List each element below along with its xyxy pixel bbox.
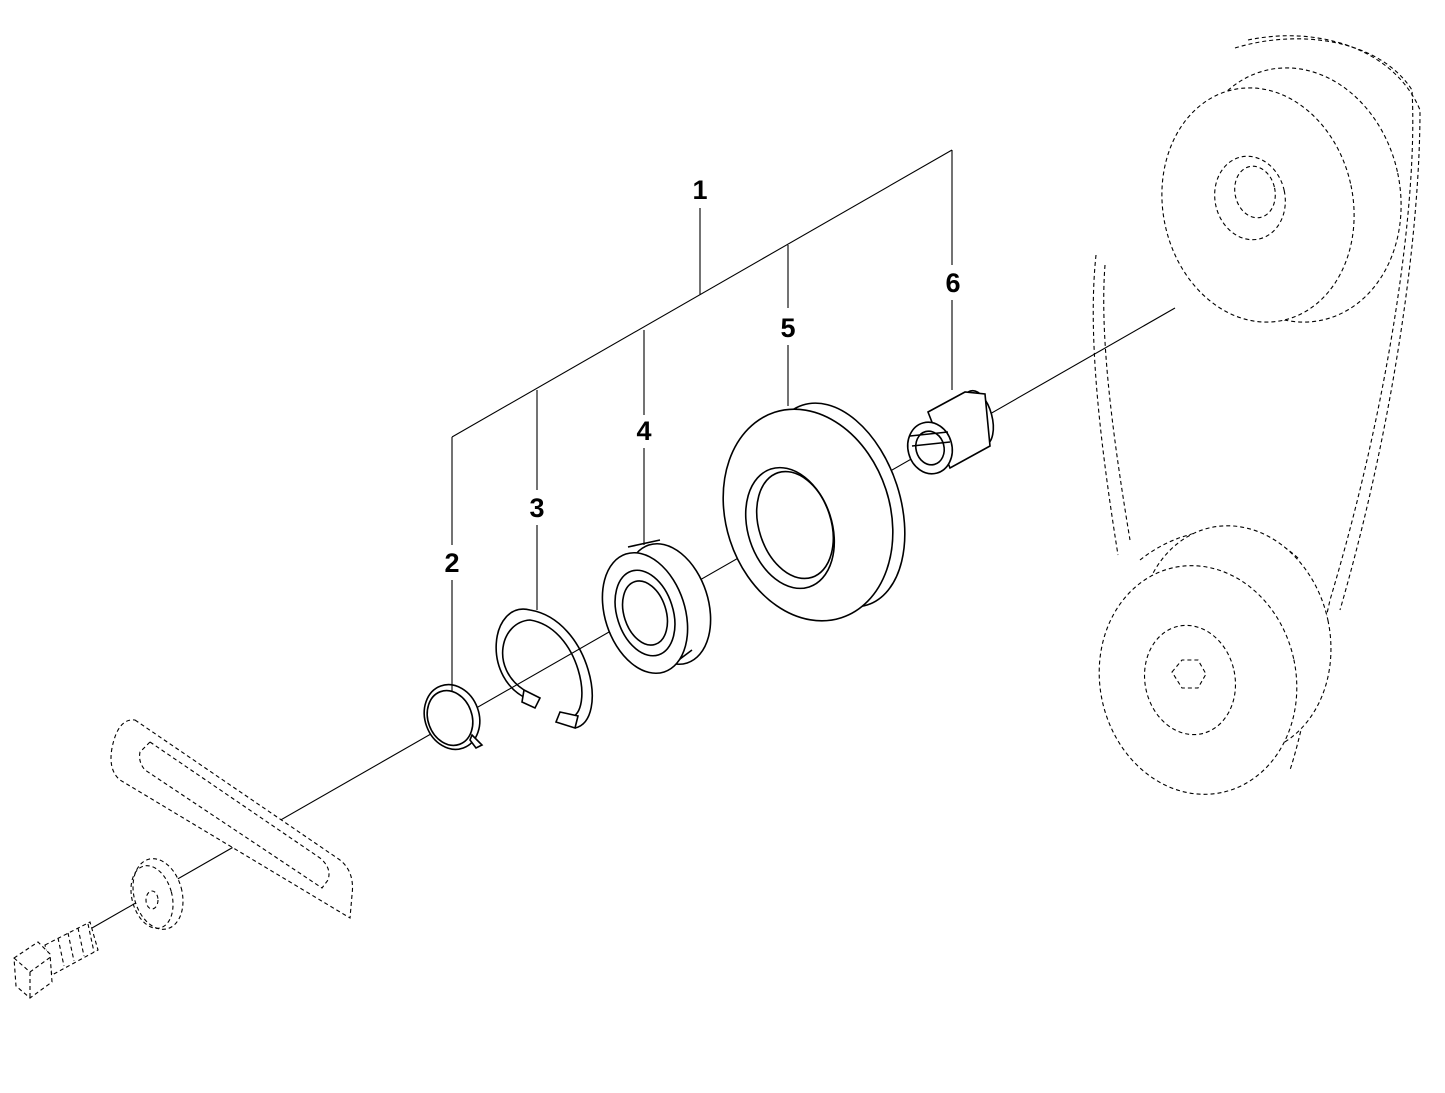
- large-circlip-icon: [495, 608, 594, 730]
- callout-4: 4: [636, 416, 651, 446]
- small-circlip-icon: [423, 683, 484, 751]
- leader-lines: [451, 149, 953, 692]
- callout-3: 3: [529, 493, 544, 523]
- washer-icon: [130, 858, 184, 930]
- callout-6: 6: [945, 268, 960, 298]
- belt-drive-assembly-icon: [1092, 35, 1421, 795]
- ball-bearing-icon: [601, 539, 712, 675]
- spacer-bushing-icon: [906, 389, 995, 475]
- callout-2: 2: [444, 548, 459, 578]
- v-belt-pulley-icon: [722, 402, 906, 622]
- callout-1: 1: [692, 175, 707, 205]
- callout-5: 5: [780, 313, 795, 343]
- bolt-icon: [13, 921, 99, 999]
- slotted-bracket-icon: [110, 719, 354, 919]
